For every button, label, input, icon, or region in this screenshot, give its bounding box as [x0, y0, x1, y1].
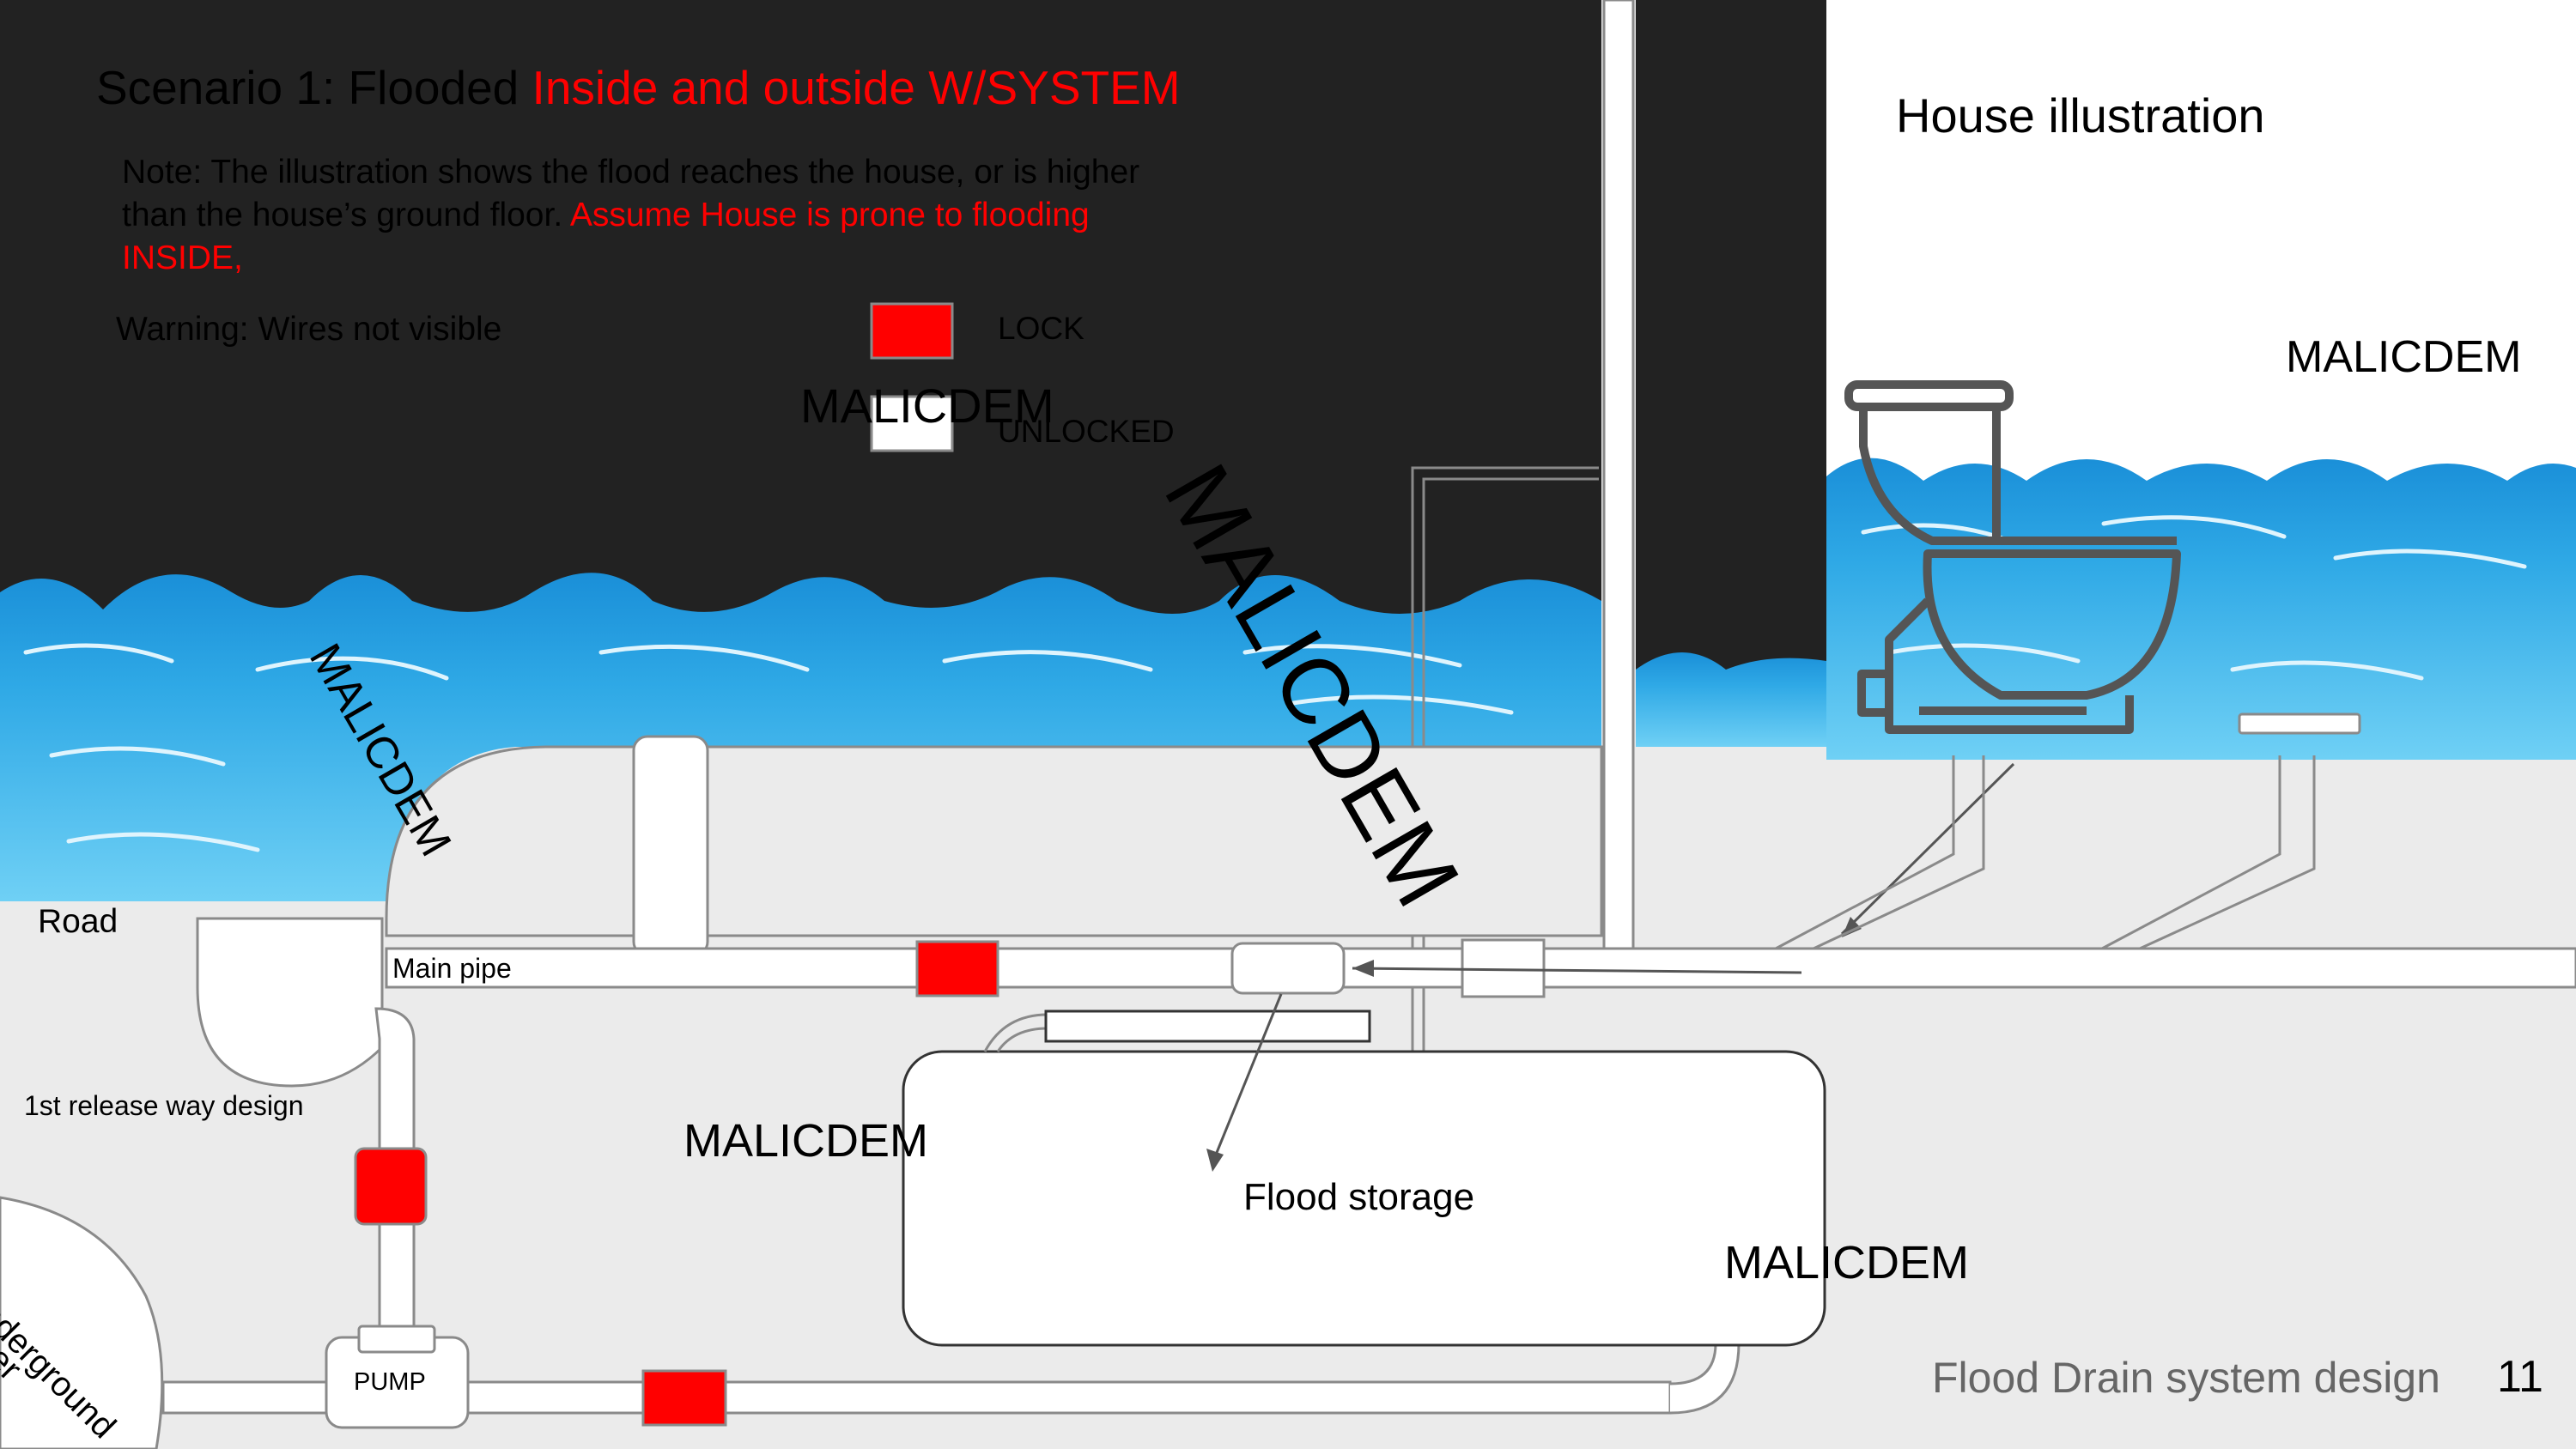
- watermark: MALICDEM: [2286, 332, 2522, 382]
- flood-storage-label: Flood storage: [1243, 1176, 1475, 1218]
- flow-arrow-storage-head: [1206, 1149, 1224, 1172]
- page-number: 11: [2497, 1352, 2543, 1402]
- note-line-3: INSIDE,: [122, 239, 243, 276]
- lock-main-pipe: [915, 940, 999, 997]
- flood-water-inside-foam: [1861, 515, 2527, 681]
- legend-unlocked-swatch: [870, 395, 954, 452]
- note-line-2: than the house’s ground floor.: [122, 197, 570, 233]
- flood-water-outside-foam: [23, 643, 1514, 852]
- house-wall-pipe: [1602, 0, 1635, 950]
- note-text: Note: The illustration shows the flood r…: [122, 151, 1238, 280]
- storage-inlet-pipe: [1044, 1009, 1371, 1043]
- lock-bottom-pipe: [641, 1369, 727, 1427]
- release-way-label: 1st release way design: [24, 1090, 304, 1121]
- slide-title-prefix: Scenario 1: Flooded: [96, 61, 532, 114]
- flood-water-middle: [1636, 652, 1826, 747]
- legend-unlocked-label: UNLOCKED: [998, 414, 1175, 449]
- warning-text: Warning: Wires not visible: [116, 311, 502, 348]
- flood-storage-tank: [902, 1050, 1826, 1347]
- flow-arrow-main-line: [1352, 967, 1802, 974]
- note-line-2-highlight: Assume House is prone to flooding: [569, 197, 1090, 233]
- slide-title: Scenario 1: Flooded Inside and outside W…: [96, 60, 1181, 115]
- footer-caption: Flood Drain system design: [1932, 1354, 2440, 1402]
- flood-water-inside: [1826, 458, 2576, 760]
- toilet-icon: [1844, 380, 2181, 734]
- flow-arrow-main-head: [1352, 960, 1374, 977]
- road-label: Road: [38, 903, 118, 940]
- slide-title-highlight: Inside and outside W/SYSTEM: [532, 61, 1181, 114]
- watermark: MALICDEM: [683, 1115, 929, 1167]
- flow-arrow-toilet-line: [1840, 762, 2015, 936]
- house-title: House illustration: [1896, 88, 2265, 142]
- vertical-connector: [632, 735, 709, 957]
- floor-drain: [2238, 712, 2361, 735]
- floor-drain-pipe: [2101, 755, 2316, 950]
- flow-arrow-storage-line: [1211, 993, 1283, 1164]
- underground-sewer: [0, 1196, 164, 1449]
- note-line-1: Note: The illustration shows the flood r…: [122, 154, 1140, 191]
- lock-release-pipe: [354, 1147, 428, 1226]
- pump-label: PUMP: [354, 1368, 426, 1396]
- flood-water-outside: [0, 573, 1601, 901]
- check-valve: [1230, 942, 1346, 995]
- toilet-drain-pipe: [1775, 755, 1985, 950]
- legend-lock-label: LOCK: [998, 311, 1084, 346]
- legend-lock-swatch: [870, 302, 954, 360]
- night-sky-middle: [1636, 0, 1826, 721]
- watermark: MALICDEM: [800, 379, 1054, 433]
- main-pipe-label: Main pipe: [392, 953, 512, 984]
- road-drain-bowl: [196, 917, 384, 1088]
- watermark: MALICDEM: [1724, 1237, 1970, 1288]
- pump-inlet: [357, 1325, 436, 1354]
